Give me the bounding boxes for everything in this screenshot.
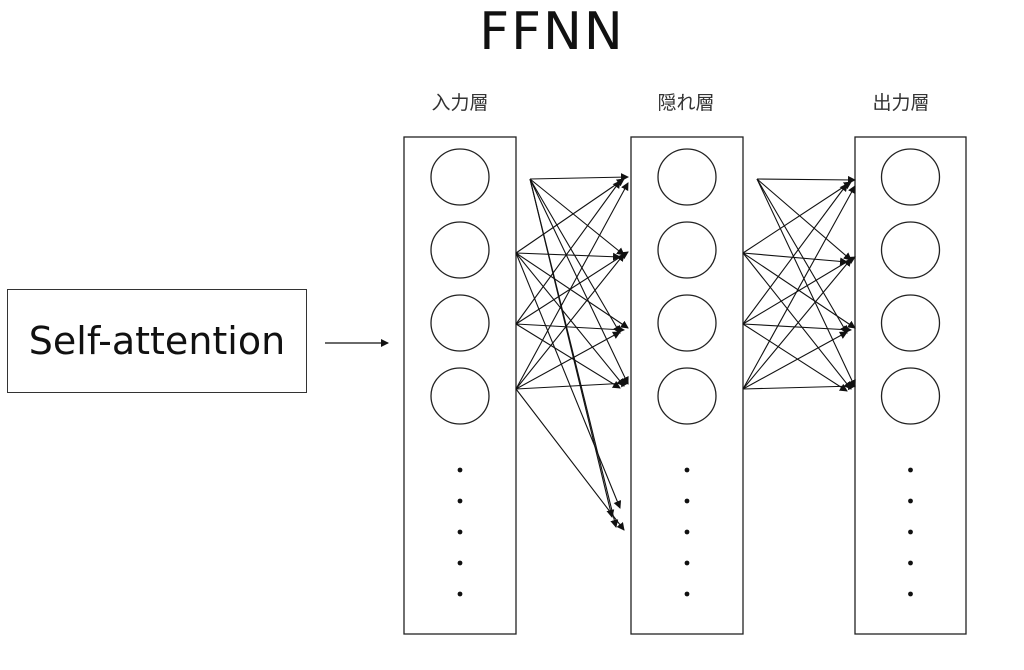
edge-hidden-output: [742, 256, 856, 325]
edge-hidden-output: [742, 252, 852, 390]
edge-hidden-output: [742, 252, 848, 266]
edge-hidden-output: [742, 185, 856, 390]
edge-hidden-output: [756, 178, 856, 388]
ellipsis-dot: [684, 498, 690, 504]
neuron-output-2: [880, 221, 941, 279]
edge-hidden-output: [742, 323, 852, 334]
ellipsis-dot: [908, 560, 913, 566]
layer-label-hidden: 隠れ層: [657, 92, 715, 114]
ellipsis-dot: [457, 529, 463, 535]
ellipsis-dot: [908, 529, 913, 535]
edge-input-hidden: [515, 379, 629, 390]
edge-input-hidden: [515, 331, 621, 390]
edge-input-hidden: [515, 180, 621, 325]
ellipsis-dot: [457, 591, 463, 597]
edge-input-hidden: [515, 251, 629, 325]
edge-hidden-output: [742, 323, 848, 392]
edge-input-hidden: [515, 252, 625, 387]
neuron-hidden-4: [657, 367, 717, 425]
ellipsis-dot: [457, 467, 463, 473]
edge-input-hidden: [529, 178, 619, 528]
layer-box-input: [403, 136, 517, 635]
edge-input-hidden: [515, 323, 621, 389]
neuron-output-4: [880, 367, 941, 425]
neuron-input-1: [430, 148, 490, 206]
diagram-title: FFNN: [479, 2, 625, 62]
neuron-input-3: [430, 294, 490, 352]
edge-input-hidden: [515, 253, 625, 390]
edge-input-hidden: [515, 182, 629, 390]
neuron-hidden-1: [657, 148, 717, 206]
edge-input-hidden: [515, 388, 625, 531]
edge-input-hidden: [529, 173, 629, 182]
neuron-output-3: [880, 294, 941, 352]
neuron-hidden-3: [657, 294, 717, 352]
neuron-input-2: [430, 221, 490, 279]
edge-hidden-output: [742, 258, 852, 390]
edge-input-hidden: [515, 252, 622, 509]
ellipsis-dot: [908, 467, 913, 473]
edge-input-hidden: [515, 323, 625, 334]
edge-input-hidden: [515, 252, 629, 329]
ellipsis-dot: [457, 560, 463, 566]
edge-input-hidden: [529, 178, 625, 256]
edge-hidden-output: [756, 178, 852, 261]
ellipsis-dot: [684, 591, 690, 597]
edge-input-hidden: [515, 252, 621, 261]
edge-hidden-output: [742, 331, 848, 390]
layer-box-output: [854, 136, 967, 635]
layer-label-input: 入力層: [431, 92, 489, 114]
edge-input-hidden: [515, 178, 625, 254]
ellipsis-dot: [457, 498, 463, 504]
edge-hidden-output: [742, 382, 856, 391]
edge-hidden-output: [742, 181, 852, 254]
self-attention-label: Self-attention: [28, 319, 286, 363]
layer-label-output: 出力層: [872, 92, 930, 114]
self-attention-block: Self-attention: [7, 289, 307, 393]
edge-hidden-output: [756, 175, 856, 184]
edge-hidden-output: [742, 183, 848, 325]
edge-input-hidden: [529, 178, 629, 385]
edge-hidden-output: [756, 178, 848, 334]
ellipsis-dot: [908, 498, 913, 504]
neuron-output-1: [880, 148, 941, 206]
ellipsis-dot: [684, 467, 690, 473]
ellipsis-dot: [684, 529, 690, 535]
ellipsis-dot: [684, 560, 690, 566]
ellipsis-dot: [908, 591, 913, 597]
neuron-hidden-2: [657, 221, 717, 279]
edge-input-hidden: [529, 178, 621, 334]
layer-box-hidden: [630, 136, 744, 635]
neuron-input-4: [430, 367, 490, 425]
